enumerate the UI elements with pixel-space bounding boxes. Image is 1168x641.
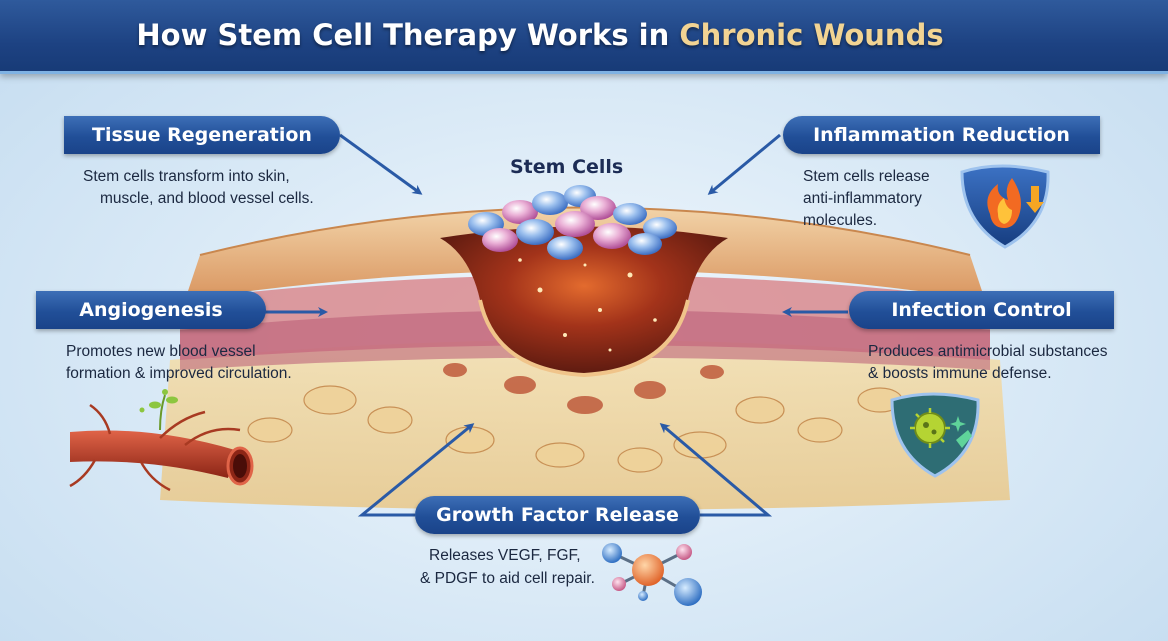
growth-factor-release-heading: Growth Factor Release bbox=[415, 496, 700, 534]
title-main: How Stem Cell Therapy Works in bbox=[136, 18, 670, 52]
arrow-growth-factor-left bbox=[357, 423, 475, 517]
angiogenesis-heading: Angiogenesis bbox=[36, 291, 266, 329]
infection-control-line-2: & boosts immune defense. bbox=[868, 365, 1052, 382]
microbe-shield-icon bbox=[890, 392, 980, 478]
stem-cells-label: Stem Cells bbox=[510, 156, 624, 178]
inflammation-reduction-line-2: anti-inflammatory bbox=[803, 190, 922, 207]
tissue-regeneration-line-2: muscle, and blood vessel cells. bbox=[100, 190, 314, 207]
title-bar: How Stem Cell Therapy Works in Chronic W… bbox=[0, 0, 1168, 74]
angiogenesis-line-2: formation & improved circulation. bbox=[66, 365, 292, 382]
title-divider bbox=[0, 71, 1168, 74]
angiogenesis-line-1: Promotes new blood vessel bbox=[66, 343, 256, 360]
growth-factor-release-line-1: Releases VEGF, FGF, bbox=[429, 547, 581, 564]
arrow-tissue-regeneration bbox=[339, 133, 423, 195]
inflammation-reduction-heading: Inflammation Reduction bbox=[783, 116, 1100, 154]
inflammation-reduction-line-1: Stem cells release bbox=[803, 168, 930, 185]
arrow-growth-factor-right bbox=[659, 423, 773, 517]
page-title: How Stem Cell Therapy Works in Chronic W… bbox=[0, 18, 1080, 52]
arrow-inflammation-reduction bbox=[707, 133, 781, 195]
growth-factor-release-line-2: & PDGF to aid cell repair. bbox=[420, 570, 595, 587]
infection-control-heading: Infection Control bbox=[849, 291, 1114, 329]
stem-cell-cluster-icon bbox=[468, 185, 677, 260]
tissue-regeneration-line-1: Stem cells transform into skin, bbox=[83, 168, 290, 185]
title-highlight: Chronic Wounds bbox=[679, 18, 944, 52]
wound-tissue-icon bbox=[160, 206, 1010, 510]
tissue-regeneration-heading: Tissue Regeneration bbox=[64, 116, 340, 154]
blood-vessel-icon bbox=[69, 389, 254, 492]
flame-shield-icon bbox=[960, 164, 1050, 249]
molecule-icon bbox=[602, 543, 702, 606]
infection-control-line-1: Produces antimicrobial substances bbox=[868, 343, 1108, 360]
inflammation-reduction-line-3: molecules. bbox=[803, 212, 878, 229]
connector-arrows bbox=[265, 133, 848, 517]
